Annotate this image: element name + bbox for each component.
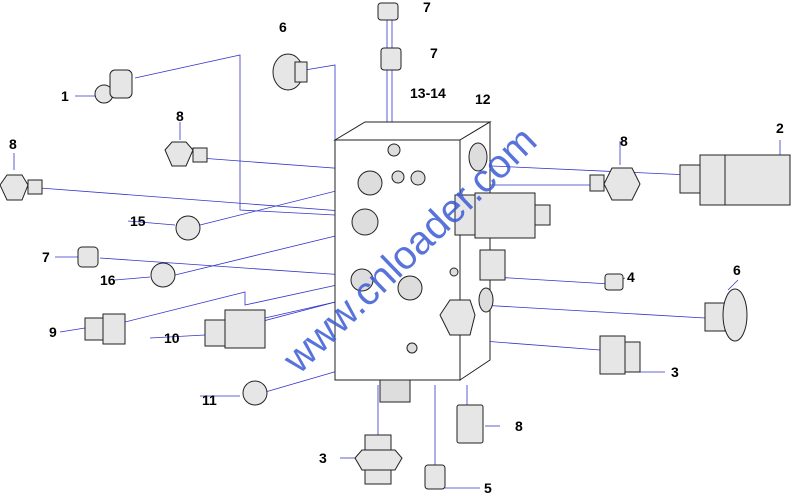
plug-7-top <box>377 2 399 21</box>
cap-6-top <box>272 53 308 91</box>
callout-3: 3 <box>319 450 327 466</box>
callout-9: 9 <box>49 324 57 340</box>
callout-8: 8 <box>176 108 184 124</box>
callout-6: 6 <box>733 262 741 278</box>
valve-6-right <box>704 288 748 342</box>
solenoid-2 <box>679 154 791 206</box>
sensor-9 <box>84 313 126 345</box>
fitting-3-right <box>599 335 641 375</box>
parts <box>0 2 791 490</box>
callout-5: 5 <box>484 480 492 493</box>
callout-12: 12 <box>475 91 491 107</box>
callout-3: 3 <box>671 364 679 380</box>
hex-fittings <box>439 249 506 336</box>
plug-15 <box>175 215 201 241</box>
callout-7: 7 <box>430 45 438 61</box>
plug-7 <box>380 47 402 71</box>
solenoid-mid <box>454 192 551 239</box>
callout-2: 2 <box>776 120 784 136</box>
callout-15: 15 <box>130 213 146 229</box>
callout-4: 4 <box>627 269 635 285</box>
fitting-3-bottom <box>354 434 403 485</box>
fitting-8-b <box>0 174 43 201</box>
fitting-8-d <box>456 404 484 444</box>
callout-13-14: 13-14 <box>410 85 446 101</box>
callout-10: 10 <box>164 330 180 346</box>
manifold-block <box>333 121 494 403</box>
callout-6: 6 <box>279 19 287 35</box>
callout-16: 16 <box>100 272 116 288</box>
cap-1 <box>94 69 133 104</box>
plug-4 <box>604 273 624 291</box>
callout-11: 11 <box>202 392 217 408</box>
plug-16 <box>150 262 176 288</box>
callout-8: 8 <box>620 133 628 149</box>
leader-lines <box>13 20 781 489</box>
callout-7: 7 <box>42 249 50 265</box>
fitting-8-a <box>164 141 208 167</box>
fitting-8-c <box>589 167 641 201</box>
callout-8: 8 <box>515 418 523 434</box>
plug-5 <box>424 464 446 490</box>
sensor-10 <box>204 309 266 349</box>
callout-1: 1 <box>61 88 69 104</box>
plug-7-left <box>77 246 99 268</box>
callout-7: 7 <box>423 0 431 15</box>
plug-11 <box>242 380 268 406</box>
callout-8: 8 <box>9 136 17 152</box>
